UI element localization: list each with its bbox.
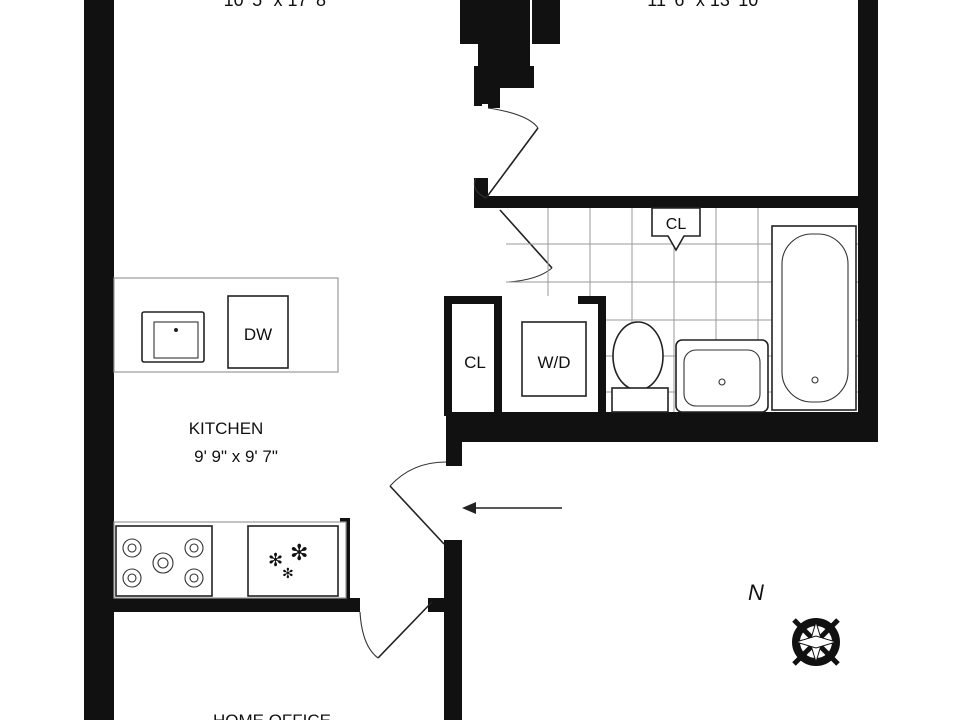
wall-hall-lower	[444, 540, 462, 720]
wall-stepped-6	[474, 66, 482, 106]
snowflake-icon: ✻	[282, 565, 294, 581]
kitchen-lower-counter: ✻ ✻ ✻	[113, 521, 347, 599]
wall-wd-top-b	[578, 296, 606, 304]
wall-bath-door-stub	[474, 178, 488, 208]
burner-icon	[122, 538, 204, 588]
kitchen-name: KITCHEN	[189, 419, 264, 438]
closet-hall-label: CL	[464, 353, 486, 372]
room-dims-top-left: 10' 5" x 17' 8"	[224, 0, 333, 10]
wall-wd-right	[598, 296, 606, 416]
wall-east	[858, 0, 878, 442]
snowflake-icon: ✻	[290, 540, 308, 565]
wall-stepped-3	[532, 0, 560, 44]
dishwasher-label: DW	[244, 325, 272, 344]
door-bathroom	[499, 209, 553, 283]
door-office	[359, 601, 433, 659]
kitchen-dims: 9' 9" x 9' 7"	[194, 447, 278, 466]
wall-closet-top-a	[444, 296, 502, 304]
wall-stepped-4	[478, 44, 500, 104]
north-label: N	[748, 580, 764, 605]
bathroom-sink	[675, 339, 769, 413]
wall-bedroom-bottom	[486, 196, 860, 208]
entry-arrow-icon	[462, 502, 562, 514]
wall-hall-stub	[446, 442, 462, 466]
room-dims-top-right: 11' 6" x 13' 10"	[647, 0, 764, 10]
range	[115, 525, 213, 597]
wall-stepped-1	[460, 0, 496, 44]
kitchen-sink	[141, 311, 205, 363]
wall-stepped-7	[488, 90, 500, 108]
bathtub	[771, 225, 857, 411]
wall-office-stub	[428, 598, 446, 612]
wall-stepped-5	[500, 66, 534, 88]
door-bedroom	[473, 107, 539, 199]
wall-bath-bottom	[446, 412, 876, 442]
wall-closet-left	[444, 296, 452, 416]
dishwasher	[227, 295, 289, 369]
refrigerator: ✻ ✻ ✻	[247, 525, 339, 597]
home-office-name: HOME OFFICE	[213, 711, 331, 720]
door-entry	[389, 461, 447, 545]
bath-closet-tag	[651, 207, 701, 252]
kitchen-upper-counter	[113, 277, 339, 373]
washer-dryer-label: W/D	[537, 353, 570, 372]
snowflake-icon: ✻	[268, 550, 283, 570]
wall-stepped-2	[496, 0, 530, 66]
door-swing-icon	[473, 177, 487, 199]
compass-rose-icon	[792, 618, 840, 666]
wall-office-top	[114, 598, 360, 612]
toilet	[611, 321, 669, 413]
walls	[84, 0, 878, 720]
wall-closet-mid	[494, 296, 502, 416]
washer-dryer	[521, 321, 587, 397]
closet-bath-label: CL	[666, 216, 687, 233]
wall-west	[84, 0, 114, 720]
